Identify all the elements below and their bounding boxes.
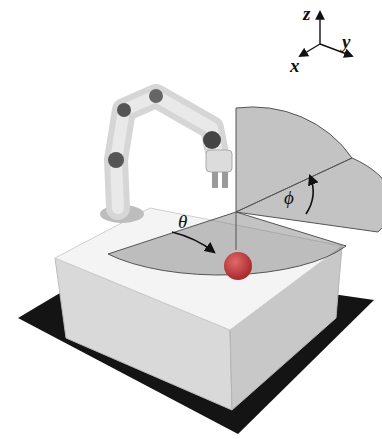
angle-label: θ xyxy=(178,212,187,231)
sector-edge xyxy=(236,212,237,250)
axis-label: z xyxy=(303,4,310,23)
axis-label: y xyxy=(342,32,350,51)
theta-arrow xyxy=(172,232,214,252)
robot-arm xyxy=(100,89,232,223)
phi-arrow xyxy=(306,176,313,214)
target-sphere xyxy=(224,252,252,280)
angle-label: ϕ xyxy=(284,188,294,207)
axis-label: x xyxy=(290,56,300,75)
